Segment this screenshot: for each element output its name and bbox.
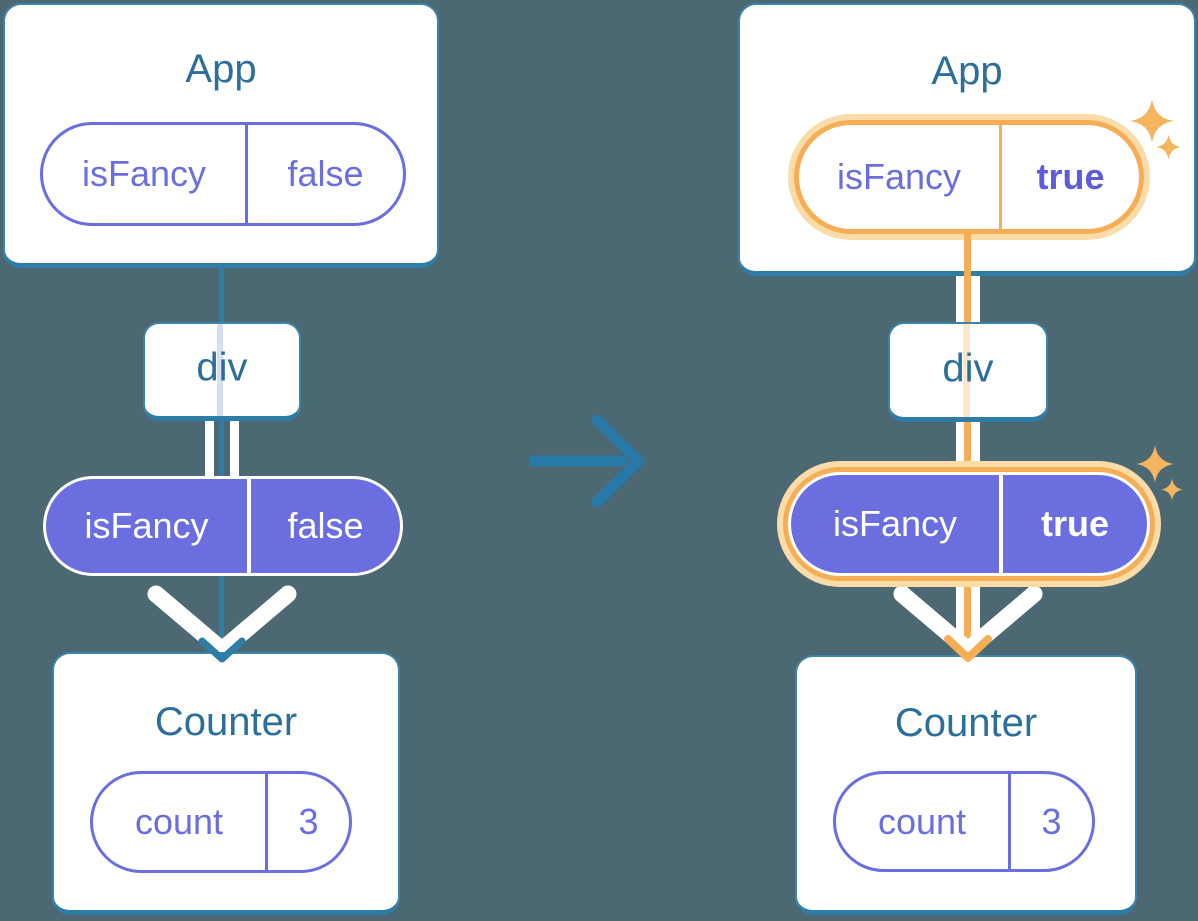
passed-prop-pill-highlighted: isFancy true bbox=[788, 472, 1150, 576]
app-to-div-line bbox=[219, 266, 224, 324]
state-value: 3 bbox=[1041, 800, 1062, 842]
sparkle-icon bbox=[1156, 134, 1181, 160]
transition-arrow-icon bbox=[528, 414, 645, 508]
down-arrowhead-icon bbox=[198, 637, 246, 663]
sparkle-icon bbox=[1130, 99, 1174, 143]
prop-flow-fade-line bbox=[963, 324, 970, 417]
passed-prop-pill: isFancy false bbox=[43, 476, 403, 576]
prop-flow-line bbox=[219, 419, 224, 478]
prop-flow-line-highlighted bbox=[964, 234, 971, 276]
counter-title: Counter bbox=[894, 701, 1038, 745]
app-title: App bbox=[931, 49, 1003, 93]
prop-key: isFancy bbox=[46, 479, 251, 573]
div-label: div bbox=[942, 346, 994, 391]
prop-value: false bbox=[287, 153, 364, 194]
div-card: div bbox=[888, 322, 1048, 422]
prop-key: isFancy bbox=[43, 125, 248, 223]
white-arrowhead-icon bbox=[147, 585, 297, 659]
prop-flow-line-highlighted bbox=[964, 420, 971, 476]
state-key: count bbox=[93, 774, 268, 870]
counter-title: Counter bbox=[154, 700, 298, 744]
sparkle-icon bbox=[1161, 478, 1183, 501]
prop-flow-line bbox=[219, 574, 224, 650]
down-arrowhead-icon bbox=[944, 635, 992, 662]
state-value: 3 bbox=[298, 801, 319, 842]
state-key: count bbox=[836, 774, 1011, 869]
prop-flow-fade-line bbox=[217, 324, 223, 416]
counter-state-pill: count 3 bbox=[833, 771, 1095, 872]
sparkle-icon bbox=[1136, 445, 1174, 483]
prop-flow-white-line bbox=[205, 419, 214, 478]
div-card: div bbox=[143, 322, 301, 421]
prop-flow-white-line bbox=[230, 419, 239, 478]
prop-value: false bbox=[287, 505, 364, 546]
prop-key: isFancy bbox=[791, 475, 1003, 573]
app-prop-pill-highlighted: isFancy true bbox=[794, 120, 1144, 234]
white-arrowhead-icon bbox=[893, 585, 1043, 659]
prop-flow-line-highlighted bbox=[964, 581, 971, 651]
div-label: div bbox=[196, 345, 248, 390]
app-title: App bbox=[185, 47, 257, 91]
prop-flow-line-highlighted bbox=[964, 274, 971, 324]
counter-state-pill: count 3 bbox=[90, 771, 352, 873]
prop-value: true bbox=[1040, 503, 1109, 544]
prop-key: isFancy bbox=[799, 125, 1002, 229]
prop-value: true bbox=[1036, 156, 1105, 197]
app-prop-pill: isFancy false bbox=[40, 122, 406, 226]
